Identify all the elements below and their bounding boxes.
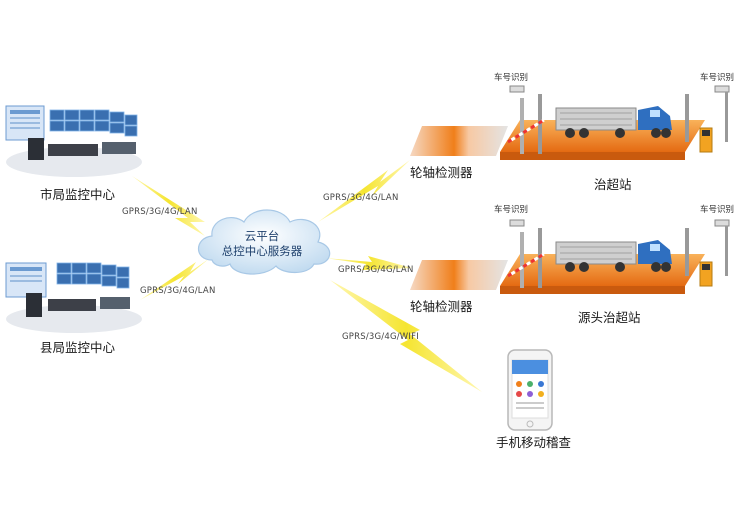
bolt-station2 [325, 256, 412, 270]
mobile-label: 手机移动稽查 [496, 435, 572, 450]
axle-detector-2-image [410, 260, 508, 290]
station-1-image [500, 85, 730, 160]
cloud-label-line2: 总控中心服务器 [221, 244, 303, 258]
bolt-city [132, 176, 205, 236]
station1-link-label: GPRS/3G/4G/LAN [323, 193, 399, 203]
bolt-mobile [330, 280, 482, 392]
mobile-link-label: GPRS/3G/4G/WIFI [342, 332, 419, 342]
cloud-label: 云平台 总控中心服务器 [212, 229, 312, 259]
city-link-label: GPRS/3G/4G/LAN [122, 207, 198, 217]
mobile-phone-image [507, 349, 553, 431]
county-monitor-room-image [5, 262, 142, 333]
axle-detector-1-image [410, 126, 508, 156]
county-center-label: 县局监控中心 [40, 340, 116, 355]
station-2-image [500, 219, 730, 294]
plate-recog-1a-label: 车号识别 [494, 73, 529, 83]
station2-link-label: GPRS/3G/4G/LAN [338, 265, 414, 275]
plate-recog-2a-label: 车号识别 [494, 205, 529, 215]
axle-detector-2-label: 轮轴检测器 [410, 299, 473, 314]
plate-recog-2b-label: 车号识别 [700, 205, 735, 215]
cloud-label-line1: 云平台 [244, 229, 280, 243]
plate-recog-1b-label: 车号识别 [700, 73, 735, 83]
station-1-label: 治超站 [594, 177, 632, 192]
county-link-label: GPRS/3G/4G/LAN [140, 286, 216, 296]
station-2-label: 源头治超站 [578, 310, 641, 325]
city-center-label: 市局监控中心 [40, 187, 116, 202]
axle-detector-1-label: 轮轴检测器 [410, 165, 473, 180]
bolt-county [140, 258, 210, 300]
bolt-station1 [318, 160, 410, 222]
cloud-icon [197, 209, 331, 275]
city-monitor-room-image [5, 105, 142, 177]
